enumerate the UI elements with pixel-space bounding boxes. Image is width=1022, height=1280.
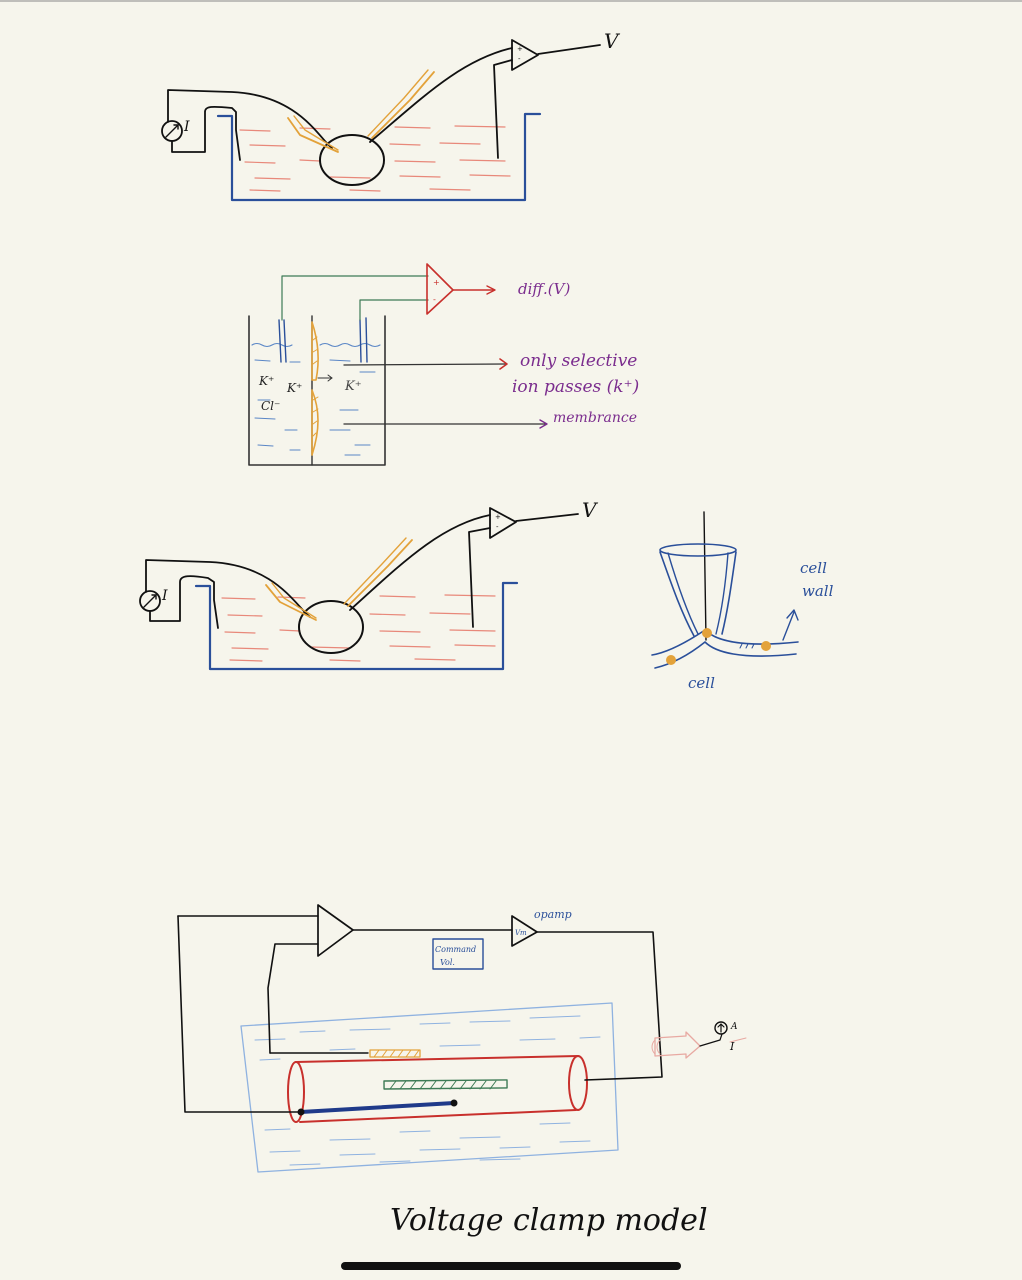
cell-label: cell <box>688 674 715 692</box>
membrane-label: membrance <box>553 410 637 426</box>
voltage-clamp-title: Voltage clamp model <box>390 1203 708 1238</box>
ion-left-3: K⁺ <box>286 381 302 395</box>
amplifier-icon-1 <box>511 39 539 71</box>
diff-v-label: diff.(V) <box>518 280 570 298</box>
current-label-2: I <box>161 588 168 604</box>
bath-container-2 <box>194 581 519 671</box>
channel-dot-3 <box>761 641 771 651</box>
ammeter-label: A <box>730 1022 738 1032</box>
channel-dot-1 <box>702 628 712 638</box>
output-arrow <box>654 1031 701 1059</box>
bath-container-1 <box>216 112 542 202</box>
amp2-minus: - <box>433 295 436 304</box>
ion-container <box>248 315 386 466</box>
channel-dot-2 <box>666 655 676 665</box>
membrane-lower <box>311 389 319 456</box>
reference-electrode <box>369 1049 421 1058</box>
membrane-upper <box>311 321 319 381</box>
ion-left-2: Cl⁻ <box>261 399 280 413</box>
current-label-1: I <box>183 119 190 135</box>
diff-amplifier <box>426 263 454 315</box>
cell-2 <box>298 600 364 654</box>
amp-minus-2: - <box>496 523 499 531</box>
clamp-bath <box>240 1002 619 1173</box>
voltage-electrode <box>383 1079 508 1090</box>
cell-1 <box>319 134 385 186</box>
amp-plus-2: + <box>495 513 501 521</box>
ion-left-1: K⁺ <box>258 374 274 388</box>
patch-clamp-detail <box>651 511 799 669</box>
amp-plus-1: + <box>517 45 523 53</box>
ion-label-line1: only selective <box>520 351 637 371</box>
diagram-electrode-setup-2 <box>139 507 579 671</box>
axon-cylinder <box>295 1055 579 1123</box>
cell-wall-label-line2: wall <box>802 582 834 600</box>
voltage-label-2: V <box>582 498 599 522</box>
bath-liquid-2 <box>221 594 496 662</box>
home-indicator[interactable] <box>341 1262 681 1270</box>
amplifier-icon-2 <box>489 507 517 539</box>
opamp-label: opamp <box>534 908 572 921</box>
cell-membrane-top <box>651 629 799 656</box>
diagram-electrode-setup-1 <box>161 39 601 202</box>
amp-minus-1: - <box>518 55 521 63</box>
command-voltage-box <box>432 938 484 970</box>
opamp-icon <box>511 915 538 947</box>
ion-label-line2: ion passes (k⁺) <box>512 377 639 397</box>
clamp-amplifier <box>317 904 354 957</box>
voltage-clamp-model <box>177 904 747 1173</box>
cell-wall-label-line1: cell <box>800 559 827 577</box>
clamp-current-label: I <box>729 1040 735 1053</box>
voltage-label-1: V <box>604 29 621 53</box>
clamp-bath-waves <box>254 1015 601 1166</box>
pipette-rim <box>659 543 737 557</box>
bath-liquid-1 <box>239 125 511 192</box>
vm-label: Vm <box>515 929 527 937</box>
amp2-plus: + <box>433 278 440 287</box>
diagram-membrane-potential <box>248 263 548 466</box>
ion-right: K⁺ <box>344 379 362 394</box>
command-label-line1: Command <box>435 945 476 954</box>
command-label-line2: Vol. <box>440 958 455 967</box>
ammeter-icon-3 <box>714 1021 728 1035</box>
